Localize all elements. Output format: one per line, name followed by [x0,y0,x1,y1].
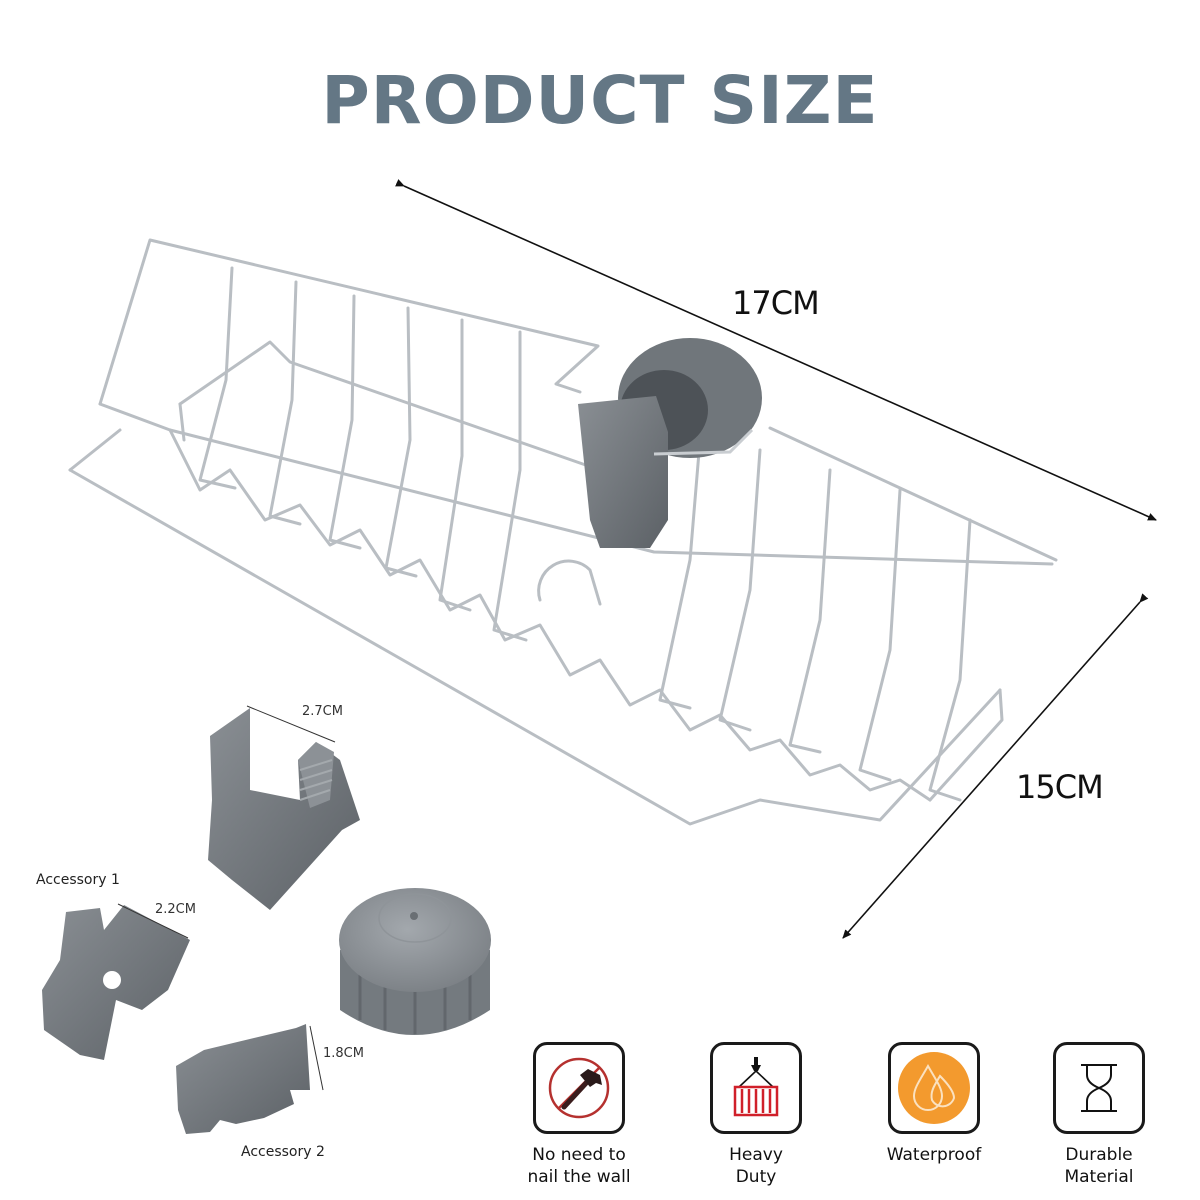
water-drops-icon [898,1052,970,1124]
accessory-2-part [176,1024,324,1134]
feature-no-nail: No need to nail the wall [504,1042,654,1188]
faucet-clip [578,338,762,548]
feature-label: No need to nail the wall [527,1145,631,1187]
length-dimension-arrow [395,179,1157,521]
accessory-2-size-label: 1.8CM [323,1046,364,1061]
accessory-1-part [42,903,190,1060]
feature-label: Waterproof [886,1145,982,1165]
heavy-duty-crane-icon [733,1057,779,1117]
feature-heavy-duty: Heavy Duty [681,1042,831,1188]
feature-label: Durable Material [1064,1145,1134,1187]
feature-waterproof: Waterproof [859,1042,1009,1166]
page-title: PRODUCT SIZE [321,62,879,139]
length-dimension-label: 17CM [732,284,820,322]
accessory-1-size-label: 2.2CM [155,902,196,917]
hourglass-icon [1081,1064,1117,1112]
clip-width-label: 2.7CM [302,704,343,719]
large-clip-part [208,705,360,910]
no-hammer-icon [548,1057,610,1119]
accessory-1-label: Accessory 1 [36,872,120,888]
feature-durable: Durable Material [1024,1042,1174,1188]
threaded-cap-part [339,888,491,1035]
accessory-2-label: Accessory 2 [241,1144,325,1160]
feature-label: Heavy Duty [729,1145,783,1187]
width-dimension-label: 15CM [1016,768,1104,806]
width-dimension-arrow [842,593,1149,939]
wire-basket [68,238,1058,826]
